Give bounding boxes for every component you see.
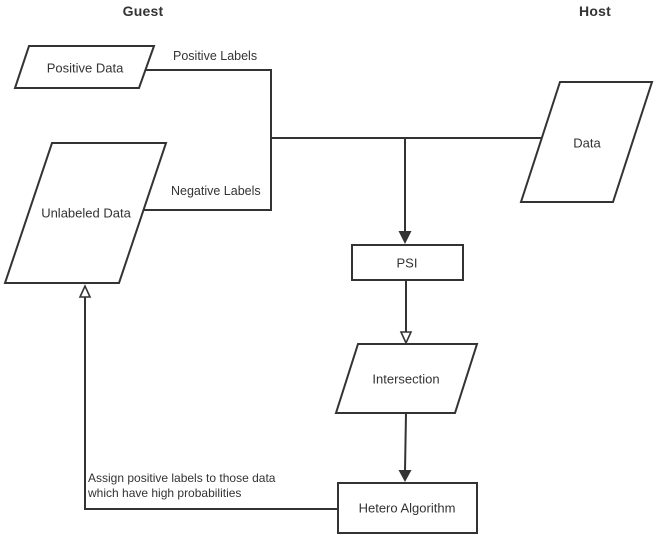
arrowhead-solid-psi <box>398 231 412 244</box>
node-intersection <box>334 343 479 414</box>
psi-label: PSI <box>396 255 418 271</box>
arrowhead-hollow-intersection <box>399 331 413 345</box>
feedback-annotation: Assign positive labels to those data whi… <box>88 471 275 501</box>
node-host-data <box>519 81 654 203</box>
host-data-label: Data <box>573 135 601 151</box>
hetero-algorithm-label: Hetero Algorithm <box>358 500 456 516</box>
edge-hetero-to-unlabeled <box>84 296 338 510</box>
feedback-annotation-line1: Assign positive labels to those data <box>88 471 276 485</box>
unlabeled-data-label: Unlabeled Data <box>41 205 131 221</box>
node-positive-data <box>13 45 156 89</box>
arrowhead-solid-hetero <box>398 470 412 482</box>
positive-data-label: Positive Data <box>46 60 124 76</box>
edge-positive-labels <box>143 69 272 211</box>
negative-labels-edge-label: Negative Labels <box>171 184 261 198</box>
guest-title: Guest <box>122 3 164 19</box>
arrowhead-hollow-unlabeled <box>78 284 92 298</box>
feedback-annotation-line2: which have high probabilities <box>88 486 242 500</box>
edge-intersection-to-hetero <box>404 412 407 472</box>
intersection-label: Intersection <box>372 371 440 387</box>
node-psi <box>351 244 464 281</box>
node-unlabeled-data <box>3 142 168 284</box>
host-title: Host <box>579 3 611 19</box>
node-hetero-algorithm <box>337 482 478 534</box>
positive-labels-edge-label: Positive Labels <box>173 49 258 63</box>
